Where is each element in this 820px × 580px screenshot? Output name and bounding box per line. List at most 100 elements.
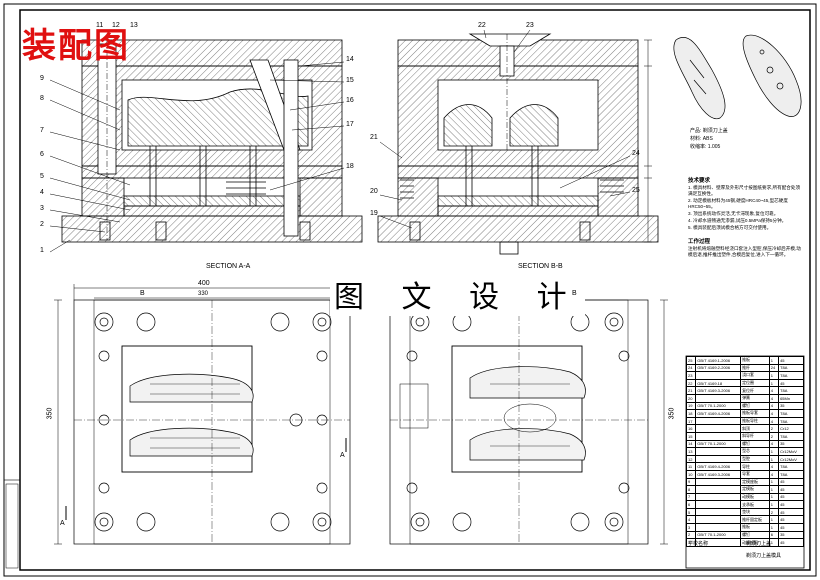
callout-13: 13 — [130, 22, 138, 29]
bom-cell: 1 — [768, 477, 780, 487]
bom-cell: 4 — [768, 401, 780, 411]
bom-cell: 推板 — [740, 356, 770, 365]
top-dimension-lines — [54, 284, 351, 545]
plan-view-right — [389, 299, 649, 545]
bom-cell: 2 — [768, 424, 780, 433]
section-aa-view — [61, 39, 363, 243]
bom-cell: Cr12MoV — [778, 454, 804, 464]
tech-notes-title: 技术要求 — [688, 178, 711, 184]
bom-cell: T8A — [778, 386, 804, 395]
section-cut-markers — [65, 438, 347, 520]
material-shrinkage: 收缩率: 1.005 — [690, 144, 721, 150]
bom-cell: 弹簧 — [740, 393, 770, 403]
tech-note-2: 2. 动定模板材料为45钢,硬度HRC40~45,型芯硬度HRC50~55。 — [688, 198, 788, 209]
bom-cell: 1 — [768, 485, 780, 494]
bom-cell: 13 — [685, 447, 697, 456]
bom-cell — [695, 485, 742, 494]
tech-note-4: 4. 冷却水道畅通无渗漏,试压0.5MPa保持5分钟。 — [688, 218, 787, 223]
bom-cell: T8A — [778, 462, 804, 471]
work-process-title: 工作过程 — [688, 239, 711, 245]
callout-12: 12 — [112, 22, 120, 29]
bom-cell — [695, 523, 742, 532]
bom-cell: 斜导杆 — [740, 431, 770, 441]
bom-cell: 22 — [685, 378, 697, 388]
bom-cell: GB/T 4169.4-2006 — [695, 462, 742, 471]
bom-cell: 45 — [778, 515, 804, 525]
bom-cell: 18 — [685, 409, 697, 418]
title-block-drawing: 剃须刀上盖 — [746, 541, 772, 547]
bom-cell — [695, 447, 742, 456]
callout-15: 15 — [346, 77, 354, 84]
bom-cell: Cr12MoV — [778, 447, 804, 456]
title-block-name: 剃须刀上盖模具 — [746, 553, 782, 559]
bom-cell — [695, 538, 742, 547]
section-bb-view — [377, 33, 659, 255]
callout-14: 14 — [346, 56, 354, 63]
dim-350-left: 350 — [46, 407, 54, 420]
bom-cell: 4 — [768, 462, 780, 471]
bom-cell — [695, 393, 742, 403]
bom-cell: GB/T 4169.2-2006 — [695, 363, 742, 373]
bom-cell: 螺钉 — [740, 439, 770, 449]
tech-note-3: 3. 顶出系统动作灵活,无卡滞现象,复位可靠。 — [688, 211, 779, 216]
callout-20: 20 — [370, 188, 378, 195]
bom-cell: 7 — [685, 492, 697, 502]
callout-leaders-bb — [379, 29, 631, 229]
bom-cell: 2 — [768, 431, 780, 441]
bom-cell: 动模板 — [740, 492, 770, 502]
bom-cell: 6 — [685, 500, 697, 509]
bom-cell: T8A — [778, 416, 804, 426]
bom-cell: 35 — [778, 401, 804, 411]
bom-cell: GB/T 4169.4-2006 — [695, 409, 742, 418]
bom-cell: 1 — [685, 538, 697, 547]
callout-18: 18 — [346, 163, 354, 170]
vertical-dimensions — [644, 39, 652, 243]
bom-cell: 1 — [768, 500, 780, 509]
product-sketch — [673, 34, 802, 120]
callout-8: 8 — [40, 95, 44, 102]
callout-22: 22 — [478, 22, 486, 29]
bom-cell: 定位圈 — [740, 378, 770, 388]
bom-cell: 23 — [685, 371, 697, 380]
callout-4: 4 — [40, 189, 44, 196]
section-b-mark-left: B — [140, 290, 145, 297]
dim-350-right: 350 — [668, 407, 676, 420]
bom-cell: 推板导柱 — [740, 416, 770, 426]
callout-9: 9 — [40, 75, 44, 82]
bom-cell — [695, 500, 742, 509]
bom-cell: 支承板 — [740, 500, 770, 509]
bom-cell: 4 — [768, 469, 780, 479]
bom-cell: 1 — [768, 447, 780, 456]
bom-cell: 1 — [768, 378, 780, 388]
bom-cell: 45 — [778, 523, 804, 532]
bom-cell — [695, 477, 742, 487]
bom-cell: T8A — [778, 409, 804, 418]
bom-cell: GB/T 4169.3-2006 — [695, 386, 742, 395]
callout-2: 2 — [40, 221, 44, 228]
bom-cell: 导柱 — [740, 462, 770, 471]
bom-cell — [695, 416, 742, 426]
section-b-mark-right: B — [572, 290, 577, 297]
assembly-drawing-title: 装配图 — [22, 26, 130, 66]
bom-cell: 45 — [778, 356, 804, 365]
bom-cell: 16 — [685, 424, 697, 433]
bom-cell: 定模板 — [740, 485, 770, 494]
section-bb-label: SECTION B-B — [518, 263, 563, 270]
bom-cell: 复位杆 — [740, 386, 770, 395]
bom-cell: 45 — [778, 538, 804, 547]
bom-cell: GB/T 70.1-2000 — [695, 439, 742, 449]
